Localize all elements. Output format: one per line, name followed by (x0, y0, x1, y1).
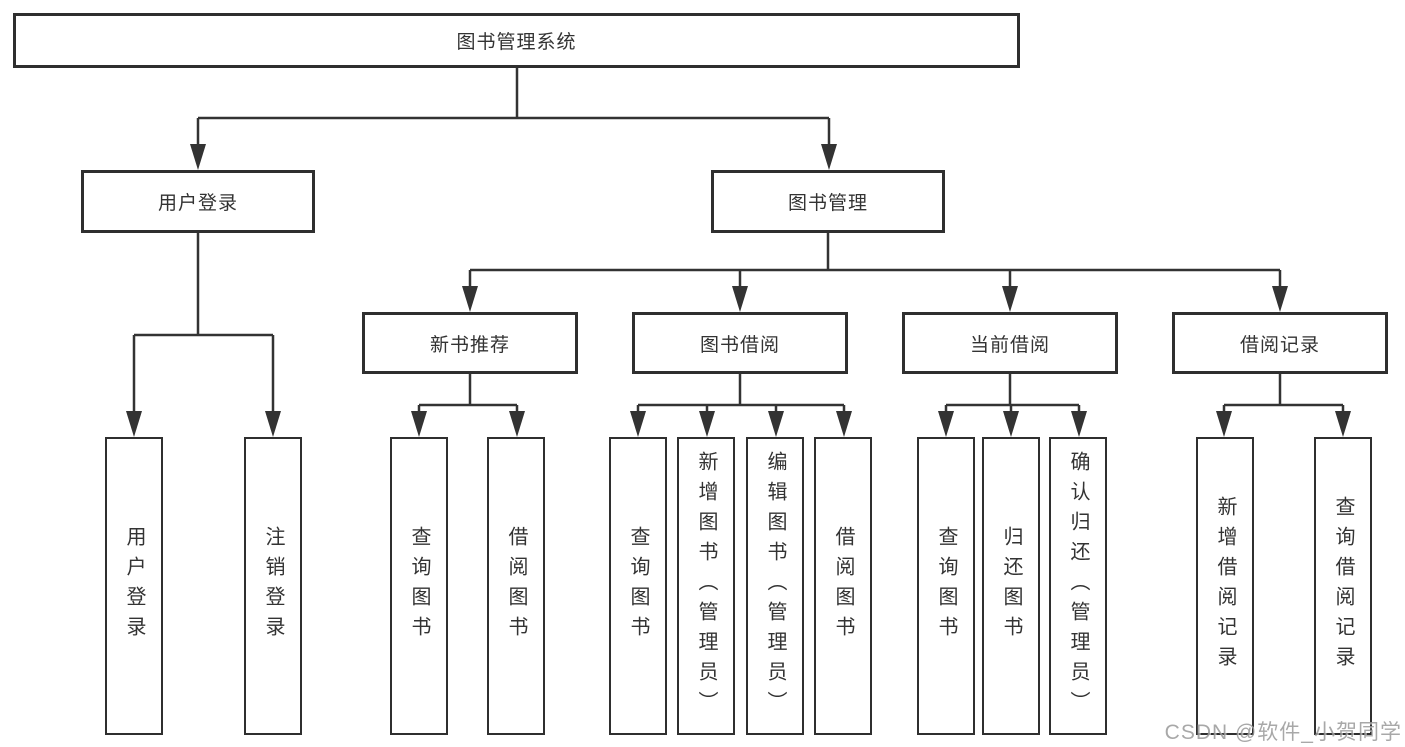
leaf-borrow-book-recommend-label: 借阅图书 (505, 526, 527, 646)
leaf-borrow-book: 借阅图书 (814, 437, 872, 735)
node-book-borrow: 图书借阅 (632, 312, 848, 374)
leaf-user-login: 用户登录 (105, 437, 163, 735)
node-current-borrow: 当前借阅 (902, 312, 1118, 374)
leaf-query-book-borrow-label: 查询图书 (627, 526, 649, 646)
leaf-logout: 注销登录 (244, 437, 302, 735)
node-book-management: 图书管理 (711, 170, 945, 233)
leaf-confirm-return-admin: 确认归还（管理员） (1049, 437, 1107, 735)
leaf-query-book-recommend-label: 查询图书 (408, 526, 430, 646)
leaf-user-login-label: 用户登录 (123, 526, 145, 646)
leaf-borrow-book-recommend: 借阅图书 (487, 437, 545, 735)
leaf-confirm-return-admin-label: 确认归还（管理员） (1067, 451, 1089, 721)
leaf-borrow-book-label: 借阅图书 (832, 526, 854, 646)
leaf-edit-book-admin-label: 编辑图书（管理员） (764, 451, 786, 721)
node-new-book-recommend: 新书推荐 (362, 312, 578, 374)
leaf-query-borrow-record-label: 查询借阅记录 (1332, 496, 1354, 676)
leaf-query-book-borrow: 查询图书 (609, 437, 667, 735)
leaf-return-book: 归还图书 (982, 437, 1040, 735)
leaf-edit-book-admin: 编辑图书（管理员） (746, 437, 804, 735)
leaf-logout-label: 注销登录 (262, 526, 284, 646)
leaf-query-borrow-record: 查询借阅记录 (1314, 437, 1372, 735)
leaf-query-book-recommend: 查询图书 (390, 437, 448, 735)
node-user-login: 用户登录 (81, 170, 315, 233)
leaf-query-book-current-label: 查询图书 (935, 526, 957, 646)
leaf-add-book-admin-label: 新增图书（管理员） (695, 451, 717, 721)
leaf-return-book-label: 归还图书 (1000, 526, 1022, 646)
node-root: 图书管理系统 (13, 13, 1020, 68)
leaf-add-book-admin: 新增图书（管理员） (677, 437, 735, 735)
leaf-add-borrow-record: 新增借阅记录 (1196, 437, 1254, 735)
leaf-query-book-current: 查询图书 (917, 437, 975, 735)
watermark: CSDN @软件_小贺同学 (1164, 721, 1402, 744)
node-borrow-record: 借阅记录 (1172, 312, 1388, 374)
leaf-add-borrow-record-label: 新增借阅记录 (1214, 496, 1236, 676)
